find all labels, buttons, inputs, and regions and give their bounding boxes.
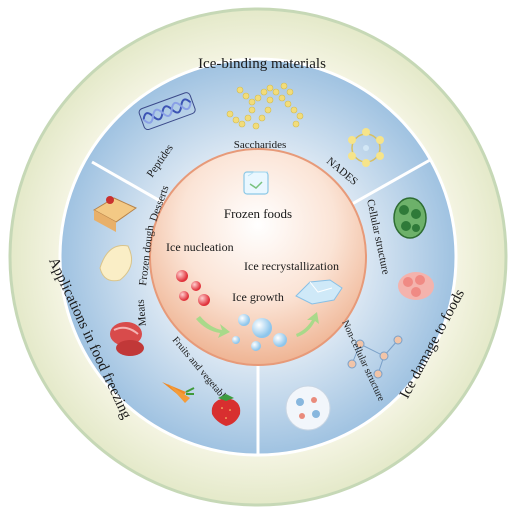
title-ice-binding-materials: Ice-binding materials <box>198 56 326 72</box>
label-ice-recrystallization: Ice recrystallization <box>244 259 339 273</box>
strawberry-icon <box>211 394 241 426</box>
carrot-icon <box>162 382 195 403</box>
damaged-cells-icon <box>398 272 434 300</box>
center-circle <box>149 148 367 366</box>
meat-icon <box>110 322 144 356</box>
cellular-structure-icon <box>393 197 427 239</box>
nades-icon <box>348 128 384 167</box>
peptides-icon <box>138 92 196 131</box>
ice-growth-bubbles-icon <box>232 314 287 351</box>
micrograph-icon <box>285 385 331 431</box>
dessert-icon <box>92 196 138 232</box>
nucleation-particles-icon <box>176 270 210 306</box>
green-arrow-right-icon <box>296 312 319 337</box>
label-ice-nucleation: Ice nucleation <box>166 240 234 254</box>
green-arrow-left-icon <box>196 316 230 338</box>
center-title-frozen-foods: Frozen foods <box>224 206 292 221</box>
ice-crystal-icon <box>295 279 343 305</box>
label-saccharides: Saccharides <box>234 139 287 151</box>
saccharides-icon <box>226 82 304 130</box>
label-ice-growth: Ice growth <box>232 290 284 304</box>
network-structure-icon <box>347 335 403 379</box>
ice-cube-icon <box>243 171 269 195</box>
frozen-dough-icon <box>99 244 133 282</box>
label-meats: Meats <box>135 299 149 327</box>
